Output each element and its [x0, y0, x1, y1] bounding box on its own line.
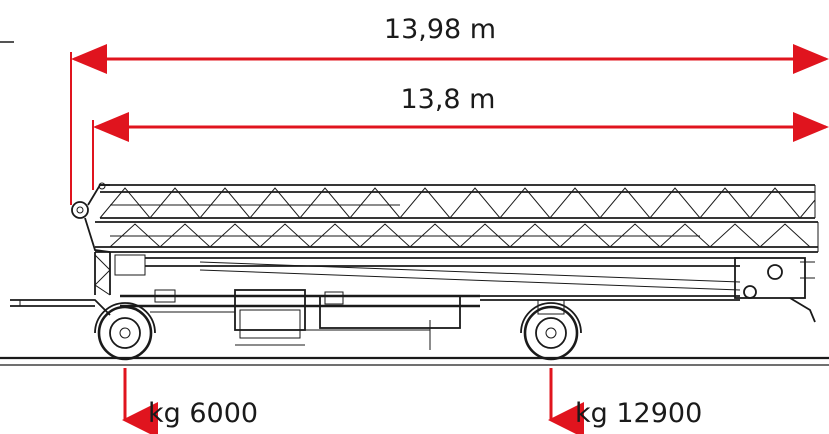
jib-length-label: 13,8 m	[400, 84, 495, 115]
rear-load-label: kg 12900	[575, 398, 702, 429]
rear-wheel	[520, 299, 582, 361]
rear-mechanism	[734, 257, 816, 323]
jib-head	[71, 182, 111, 253]
chassis	[120, 289, 740, 350]
front-axle-load: kg 6000	[122, 368, 258, 434]
rear-axle-load: kg 12900	[548, 368, 702, 434]
front-load-label: kg 6000	[148, 398, 258, 429]
ground	[0, 356, 829, 366]
jib-lower-truss	[95, 221, 819, 253]
crane-drawing	[0, 182, 829, 366]
front-wheel	[94, 302, 156, 361]
jib-upper-truss	[99, 184, 816, 219]
overall-length-dimension: 13,98 m	[70, 14, 829, 205]
tower-mast	[94, 252, 741, 296]
overall-length-label: 13,98 m	[384, 14, 496, 45]
jib-length-dimension: 13,8 m	[92, 84, 829, 190]
tow-bar	[10, 299, 111, 316]
